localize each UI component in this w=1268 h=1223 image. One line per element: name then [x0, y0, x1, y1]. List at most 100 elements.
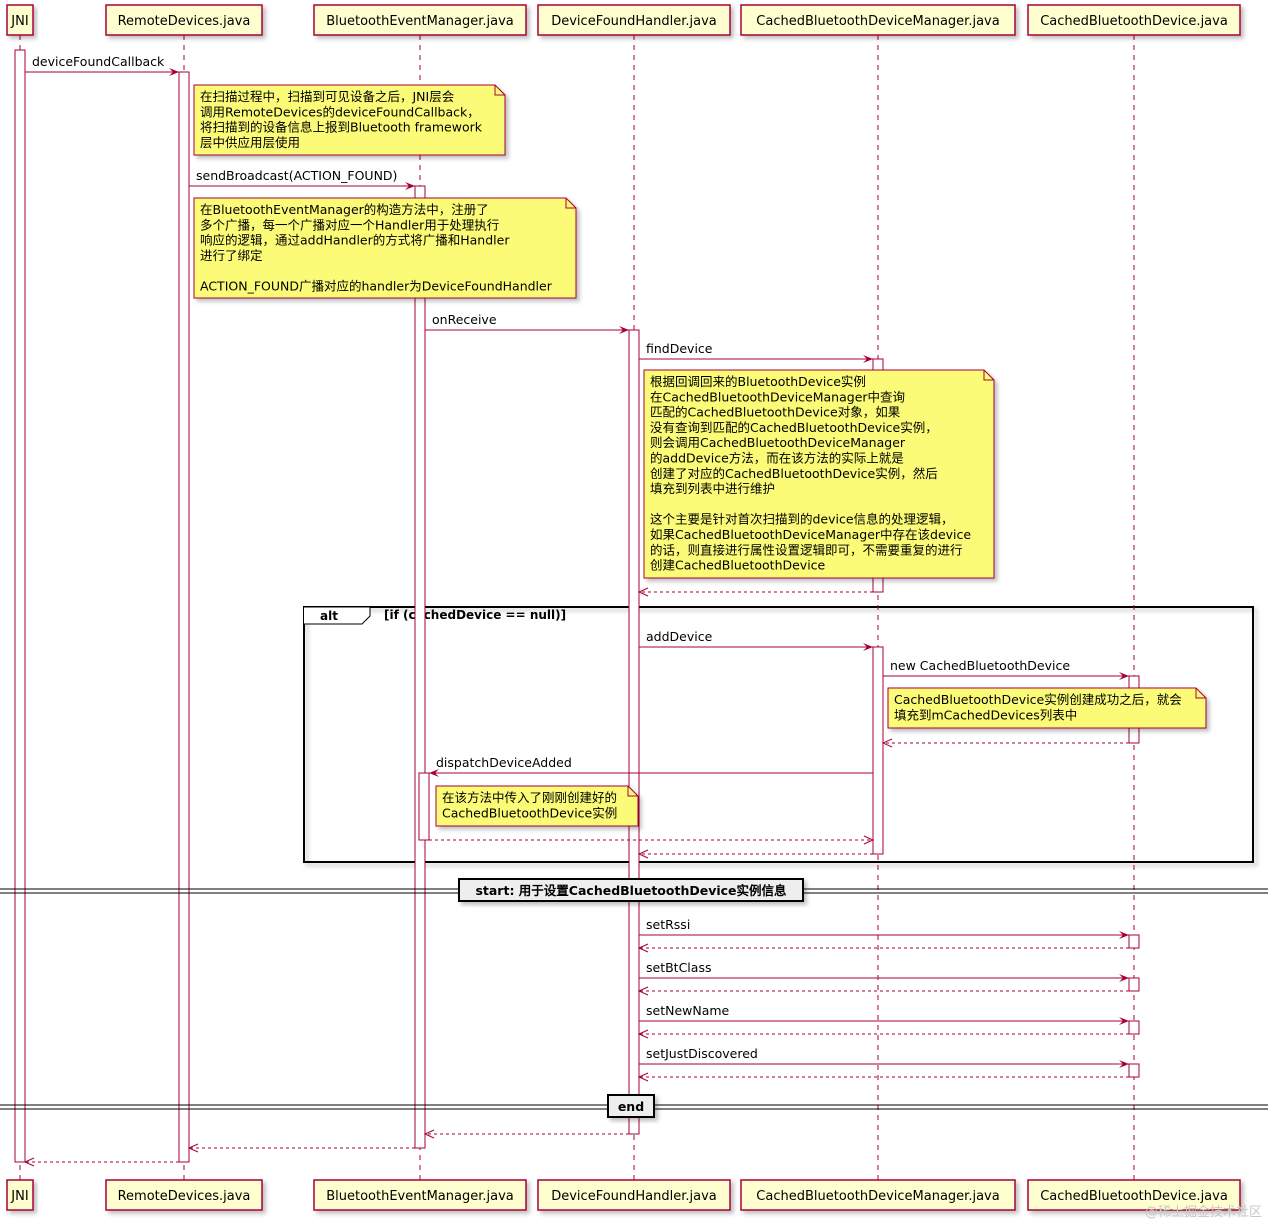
participant-jni-bottom: JNI [6, 1179, 34, 1211]
message-m4: findDevice [639, 341, 873, 363]
participant-cbd-bottom: CachedBluetoothDevice.java [1027, 1179, 1241, 1211]
participant-cbdm-bottom: CachedBluetoothDeviceManager.java [740, 1179, 1016, 1211]
activation-bar-remote [178, 71, 190, 1163]
frame-condition: [if (cachedDevice == null)] [384, 608, 566, 622]
activation-bar-bem [418, 772, 430, 841]
message-m13 [637, 943, 1129, 953]
note-line: 匹配的CachedBluetoothDevice对象，如果 [650, 405, 901, 420]
message-label: sendBroadcast(ACTION_FOUND) [196, 168, 397, 183]
message-label: dispatchDeviceAdded [436, 755, 572, 770]
note-fold [494, 85, 505, 96]
divider-label: start: 用于设置CachedBluetoothDevice实例信息 [475, 883, 787, 898]
activation-bar-dfh [628, 329, 640, 1135]
note-line: 在扫描过程中，扫描到可见设备之后，JNI层会 [200, 89, 455, 104]
message-m15 [637, 986, 1129, 996]
arrow-head [429, 769, 439, 777]
participant-bem-top: BluetoothEventManager.java [313, 4, 527, 36]
message-label: setRssi [646, 917, 690, 932]
message-label: setBtClass [646, 960, 711, 975]
note-line: 在该方法中传入了刚刚创建好的 [442, 790, 617, 805]
note-line: 如果CachedBluetoothDeviceManager中存在该device [650, 527, 971, 542]
arrow-head [637, 943, 649, 953]
participant-box [537, 4, 731, 36]
note-fold [983, 370, 994, 381]
message-label: deviceFoundCallback [32, 54, 165, 69]
note-n3: 根据回调回来的BluetoothDevice实例在CachedBluetooth… [643, 369, 995, 579]
participant-label: CachedBluetoothDeviceManager.java [756, 1189, 999, 1204]
activation-bar-cbdm [872, 646, 884, 855]
participant-dfh-bottom: DeviceFoundHandler.java [537, 1179, 731, 1211]
participant-label: CachedBluetoothDevice.java [1040, 1189, 1228, 1204]
message-m8 [881, 738, 1129, 748]
note-line: 的话，则直接进行属性设置逻辑即可，不需要重复的进行 [650, 542, 963, 557]
activation-bar-cbd [1128, 934, 1140, 949]
note-box [887, 687, 1207, 729]
participant-label: RemoteDevices.java [118, 14, 251, 29]
participant-label: CachedBluetoothDeviceManager.java [756, 14, 999, 29]
note-line: 多个广播，每一个广播对应一个Handler用于处理执行 [200, 217, 499, 232]
message-m14: setBtClass [639, 960, 1129, 982]
message-m10 [429, 835, 875, 845]
activation-bar-jni [14, 49, 26, 1163]
message-m22 [23, 1157, 179, 1167]
note-line: 填充到列表中进行维护 [650, 481, 775, 496]
participant-dfh-top: DeviceFoundHandler.java [537, 4, 731, 36]
divider-d1: start: 用于设置CachedBluetoothDevice实例信息 [0, 878, 1268, 902]
note-line: 创建CachedBluetoothDevice [650, 558, 826, 573]
message-m16: setNewName [639, 1003, 1129, 1025]
message-label: setNewName [646, 1003, 730, 1018]
note-line: 没有查询到匹配的CachedBluetoothDevice实例， [650, 420, 938, 435]
arrow-head [1119, 1017, 1129, 1025]
activation-bar-cbd [1128, 1063, 1140, 1078]
arrow-head [1119, 931, 1129, 939]
note-n1: 在扫描过程中，扫描到可见设备之后，JNI层会调用RemoteDevices的de… [193, 84, 506, 156]
participant-cbd-top: CachedBluetoothDevice.java [1027, 4, 1241, 36]
arrow-head [863, 643, 873, 651]
participant-box [740, 1179, 1016, 1211]
arrow-head [637, 1072, 649, 1082]
note-line: 将扫描到的设备信息上报到Bluetooth framework [200, 120, 483, 135]
message-m5 [637, 587, 873, 597]
participant-bem-bottom: BluetoothEventManager.java [313, 1179, 527, 1211]
message-m3: onReceive [425, 312, 629, 334]
participant-label: CachedBluetoothDevice.java [1040, 14, 1228, 29]
frame-keyword: alt [320, 609, 338, 623]
participant-cbdm-top: CachedBluetoothDeviceManager.java [740, 4, 1016, 36]
arrow-head [1119, 1060, 1129, 1068]
message-m6: addDevice [639, 629, 873, 651]
note-line: 调用RemoteDevices的deviceFoundCallback， [200, 104, 480, 119]
participant-label: BluetoothEventManager.java [326, 14, 514, 29]
participant-box [105, 4, 263, 36]
participant-label: JNI [10, 14, 28, 29]
participant-label: JNI [10, 1189, 28, 1204]
note-line: 响应的逻辑，通过addHandler的方式将广播和Handler [200, 233, 510, 248]
message-m7: new CachedBluetoothDevice [883, 658, 1129, 680]
note-n2: 在BluetoothEventManager的构造方法中，注册了多个广播，每一个… [193, 197, 577, 299]
divider-label-box [458, 878, 804, 902]
watermark-text: @稀土掘金技术社区 [1145, 1204, 1262, 1220]
note-line: 的addDevice方法，而在该方法的实际上就是 [650, 451, 904, 466]
participant-box [537, 1179, 731, 1211]
message-m11 [637, 849, 873, 859]
participant-jni-top: JNI [6, 4, 34, 36]
participant-box [1027, 1179, 1241, 1211]
message-m21 [187, 1143, 415, 1153]
arrow-head [1119, 974, 1129, 982]
participant-box [313, 1179, 527, 1211]
message-label: addDevice [646, 629, 713, 644]
participant-label: DeviceFoundHandler.java [551, 1189, 717, 1204]
message-label: setJustDiscovered [646, 1046, 758, 1061]
arrow-head [187, 1143, 199, 1153]
divider-label-box [607, 1094, 655, 1118]
arrow-head [1119, 672, 1129, 680]
note-line: ACTION_FOUND广播对应的handler为DeviceFoundHand… [200, 279, 553, 294]
note-line: 在CachedBluetoothDeviceManager中查询 [650, 389, 905, 404]
note-fold [1195, 688, 1206, 699]
note-line: 则会调用CachedBluetoothDeviceManager [650, 435, 906, 450]
message-label: onReceive [432, 312, 497, 327]
note-line: 进行了绑定 [200, 248, 263, 263]
message-m1: deviceFoundCallback [25, 54, 179, 76]
message-m17 [637, 1029, 1129, 1039]
